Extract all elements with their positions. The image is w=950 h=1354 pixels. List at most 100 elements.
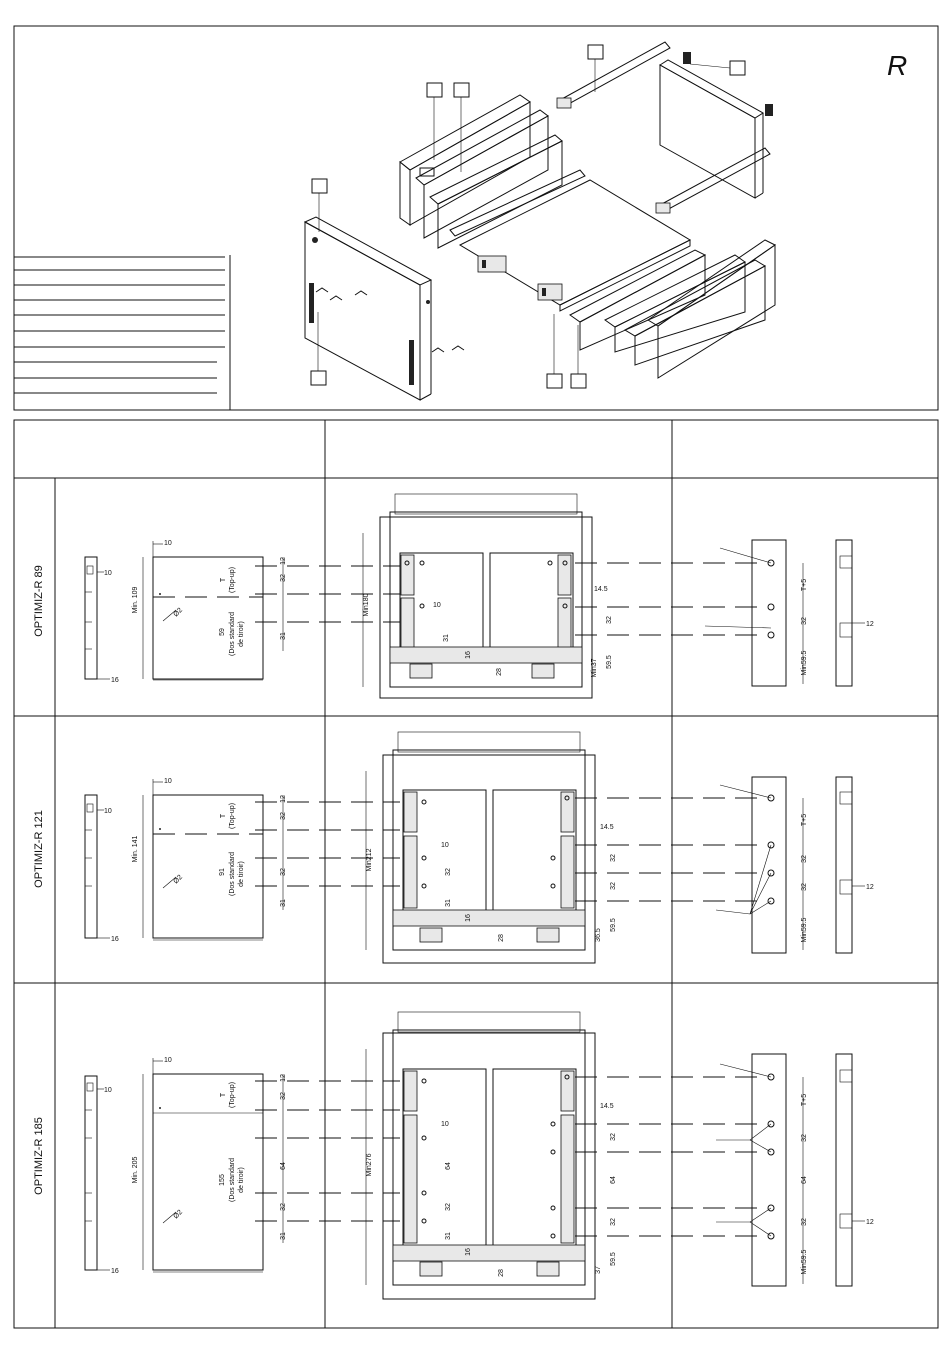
row-121-back-label-1: (Dos standard [229, 852, 236, 896]
row-121-left-drawing: 10 16 10 Min. 141 Ø2 T (Top-up) 91 (Dos … [84, 778, 287, 943]
row-185-dim-64: 64 [280, 1162, 287, 1170]
row-185-right-v32b: 32 [610, 1218, 617, 1226]
row-185-v64: 64 [445, 1162, 452, 1170]
exploded-assembly [303, 41, 776, 401]
row-89-right-drawing: T+5 32 Min59.5 12 [704, 539, 874, 687]
row-89-top-offset: 10 [164, 540, 172, 547]
row-89-dim-31: 31 [280, 632, 287, 640]
row-185-right-v64-r: 64 [801, 1176, 808, 1184]
row-185-v37: 37 [595, 1266, 602, 1274]
row-121-min595: Min59.5 [801, 917, 808, 942]
row-89-connectors [255, 562, 760, 636]
row-121-v28: 28 [498, 934, 505, 942]
row-185: 10 16 10 Min. 205 Ø2 T (Top-up) 155 (Dos… [84, 1011, 874, 1300]
row-label-121: OPTIMIZ-R 121 [33, 810, 45, 888]
row-89-side: 14.5 [594, 586, 608, 593]
row-121-v16: 16 [465, 914, 472, 922]
row-121-v595: 59.5 [610, 918, 617, 932]
row-121-v31: 31 [445, 899, 452, 907]
row-121-middle-drawing: Min212 10 32 31 16 28 14.5 32 32 59.5 36… [365, 731, 617, 964]
row-121-v365: 36.5 [595, 928, 602, 942]
row-185-topup: (Top-up) [229, 1082, 236, 1108]
row-121-back-height: 91 [219, 868, 226, 876]
row-185-dim-31: 31 [280, 1232, 287, 1240]
row-89-side-tick: 10 [104, 570, 112, 577]
row-89-back-label-1: (Dos standard [229, 612, 236, 656]
row-185-middle-drawing: Min276 10 64 32 31 16 28 14.5 32 64 32 5… [365, 1011, 617, 1300]
row-89-topup: (Top-up) [229, 567, 236, 593]
row-185-right-v32-b: 32 [801, 1218, 808, 1226]
row-89-back-height: 59 [219, 628, 226, 636]
row-89-t5: T+5 [801, 579, 808, 591]
brand-logo: R [887, 50, 907, 81]
row-185-back-label-1: (Dos standard [229, 1158, 236, 1202]
dimension-table [13, 419, 939, 1329]
callout-boxes [310, 44, 746, 389]
row-185-left-drawing: 10 16 10 Min. 205 Ø2 T (Top-up) 155 (Dos… [84, 1057, 287, 1275]
parts-list [14, 255, 231, 410]
top-panel: R [13, 25, 939, 411]
row-185-diam: Ø2 [172, 1209, 184, 1221]
row-89-v31: 31 [443, 634, 450, 642]
row-121-v32: 32 [445, 868, 452, 876]
row-121-v12: 12 [866, 884, 874, 891]
row-185-right-drawing: T+5 32 64 32 Min59.5 12 [716, 1053, 874, 1287]
row-185-v16: 16 [465, 1248, 472, 1256]
row-185-v31: 31 [445, 1232, 452, 1240]
row-89-min-height: Min180 [363, 593, 370, 616]
row-89-v595: 59.5 [606, 655, 613, 669]
row-89-t: T [220, 577, 227, 582]
row-121-right-v32-a: 32 [801, 855, 808, 863]
row-121: 10 16 10 Min. 141 Ø2 T (Top-up) 91 (Dos … [84, 731, 874, 964]
row-89-back-label-2: de tiroir) [238, 621, 245, 647]
row-89-bottom: 16 [111, 677, 119, 684]
row-label-185: OPTIMIZ-R 185 [33, 1117, 45, 1195]
row-89-min595: Min59.5 [801, 650, 808, 675]
row-121-topup: (Top-up) [229, 803, 236, 829]
row-185-top-offset: 10 [164, 1057, 172, 1064]
row-185-dim-32a: 32 [280, 1092, 287, 1100]
row-89-middle-drawing: Min180 10 31 16 28 14.5 32 59.5 Min37 [362, 493, 613, 699]
row-185-v12: 12 [866, 1219, 874, 1226]
row-185-v595: 59.5 [610, 1252, 617, 1266]
row-121-dim-12: 12 [280, 795, 287, 803]
row-89-dim-32: 32 [280, 574, 287, 582]
row-89-v16: 16 [465, 651, 472, 659]
row-185-right-v64: 64 [610, 1176, 617, 1184]
row-185-min-height: Min276 [366, 1153, 373, 1176]
row-121-right-v32a: 32 [610, 854, 617, 862]
row-185-back-label-2: de tiroir) [238, 1167, 245, 1193]
row-121-t: T [220, 813, 227, 818]
row-185-dim-32b: 32 [280, 1203, 287, 1211]
row-121-side-tick: 10 [104, 808, 112, 815]
row-185-min595: Min59.5 [801, 1249, 808, 1274]
row-121-side: 14.5 [600, 824, 614, 831]
row-121-back-label-2: de tiroir) [238, 861, 245, 887]
row-89-hole: 10 [433, 602, 441, 609]
row-89: 10 16 10 Min. 109 Ø2 T (Top-up) 59 (Dos … [84, 493, 874, 699]
row-121-dim-31: 31 [280, 899, 287, 907]
row-121-hole: 10 [441, 842, 449, 849]
row-185-v32: 32 [445, 1203, 452, 1211]
row-89-v12: 12 [866, 621, 874, 628]
row-121-dim-32a: 32 [280, 812, 287, 820]
row-185-t: T [220, 1092, 227, 1097]
row-121-right-v32-b: 32 [801, 883, 808, 891]
row-185-right-v32a: 32 [610, 1133, 617, 1141]
row-89-dim-12: 12 [280, 557, 287, 565]
row-121-diam: Ø2 [172, 874, 184, 886]
row-185-side-tick: 10 [104, 1087, 112, 1094]
row-89-right-v32: 32 [801, 617, 808, 625]
row-label-89: OPTIMIZ-R 89 [33, 565, 45, 637]
row-121-dim-32b: 32 [280, 868, 287, 876]
row-121-bottom: 16 [111, 936, 119, 943]
row-121-right-v32b: 32 [610, 882, 617, 890]
row-185-bottom: 16 [111, 1268, 119, 1275]
row-185-height: Min. 205 [132, 1156, 139, 1183]
row-185-side: 14.5 [600, 1103, 614, 1110]
row-185-right-v32-a: 32 [801, 1134, 808, 1142]
row-121-top-offset: 10 [164, 778, 172, 785]
row-121-height: Min. 141 [132, 835, 139, 862]
row-89-left-drawing: 10 16 10 Min. 109 Ø2 T (Top-up) 59 (Dos … [84, 540, 287, 684]
